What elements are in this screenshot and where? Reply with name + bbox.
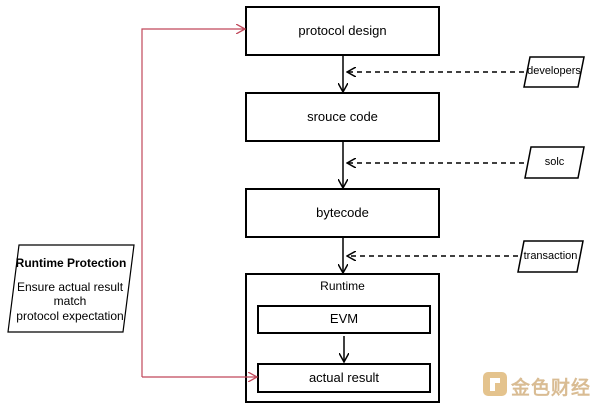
runtime-protection-title: Runtime Protection [15, 255, 127, 270]
source-code-box [245, 92, 440, 142]
runtime-protection-shape [7, 244, 135, 333]
protocol-design-label: protocol design [298, 22, 387, 38]
runtime-protection-line-1: Ensure actual result [16, 280, 124, 294]
protocol-design-box [245, 6, 440, 56]
evm-box [257, 305, 431, 334]
source-code-label: srouce code [307, 108, 378, 124]
feedback-line-to-design [141, 29, 244, 377]
developers-label: developers [527, 65, 581, 78]
bytecode-label: bytecode [316, 204, 369, 220]
transaction-label: transaction [523, 249, 578, 262]
bytecode-box [245, 188, 440, 238]
solc-label: solc [544, 155, 565, 168]
watermark-logo-icon [483, 372, 507, 396]
runtime-protection-line-3: protocol expectation [16, 309, 124, 323]
solc-input-shape [524, 146, 585, 179]
watermark-text: 金色财经 [511, 378, 592, 399]
actual-result-box [257, 363, 431, 393]
runtime-label: Runtime [320, 278, 365, 293]
runtime-protection-line-2: match [53, 294, 87, 308]
transaction-input-shape [517, 240, 584, 273]
evm-label: EVM [329, 311, 359, 327]
developers-input-shape [523, 56, 585, 88]
actual-result-label: actual result [308, 369, 380, 385]
